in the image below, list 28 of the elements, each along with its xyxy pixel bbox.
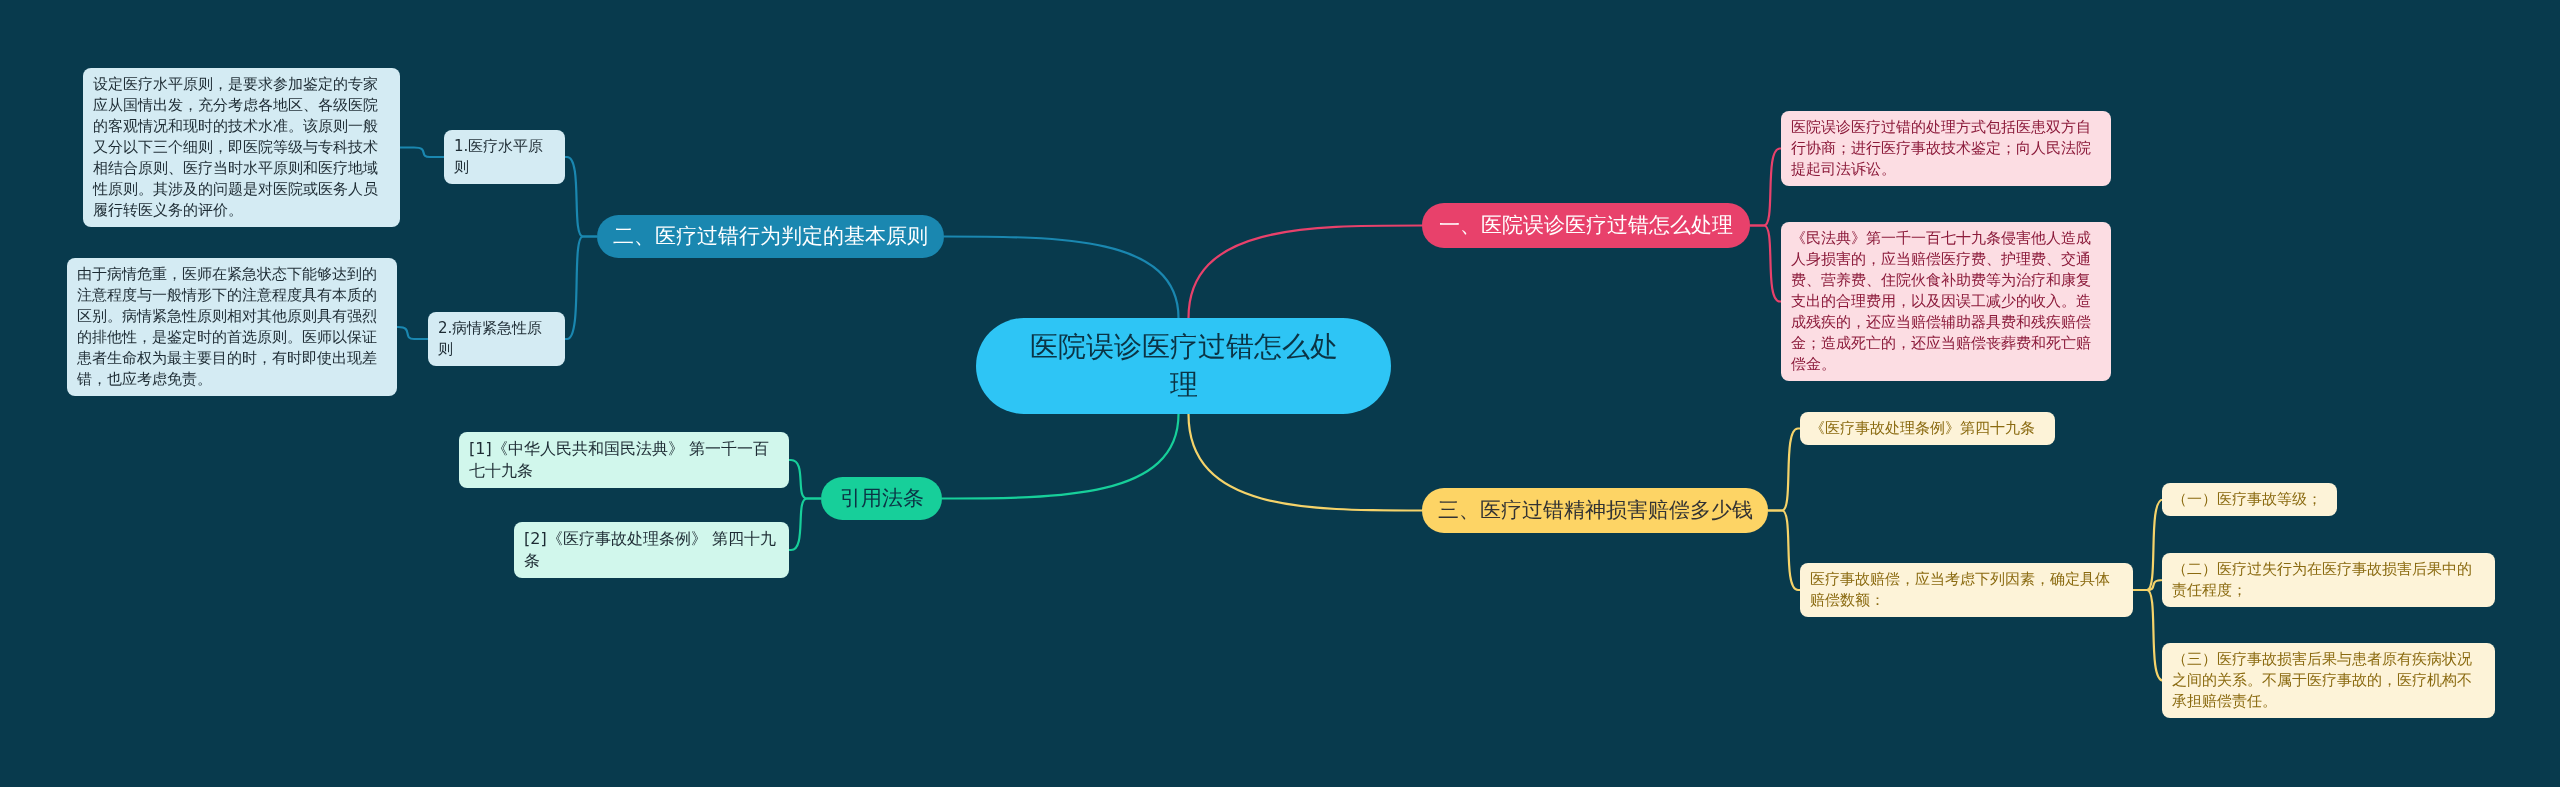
central-topic: 医院误诊医疗过错怎么处理	[976, 318, 1391, 414]
note-box: （三）医疗事故损害后果与患者原有疾病状况之间的关系。不属于医疗事故的，医疗机构不承担赔偿责任。	[2162, 643, 2495, 718]
connector-line	[1187, 413, 1422, 512]
note-box: 医疗事故赔偿，应当考虑下列因素，确定具体赔偿数额：	[1800, 563, 2133, 617]
connector-line	[942, 413, 1180, 500]
note-box: 医院误诊医疗过错的处理方式包括医患双方自行协商；进行医疗事故技术鉴定；向人民法院提起司法诉讼。	[1781, 111, 2111, 186]
note-box: 2.病情紧急性原则	[428, 312, 565, 366]
branch-topic: 一、医院误诊医疗过错怎么处理	[1422, 203, 1750, 248]
connector-line	[1768, 509, 1801, 592]
note-box: [1]《中华人民共和国民法典》 第一千一百七十九条	[459, 432, 789, 488]
note-box: 由于病情危重，医师在紧急状态下能够达到的注意程度与一般情形下的注意程度具有本质的区别。病情紧急性原则相对其他原则具有强烈的排他性，是鉴定时的首选原则。医师以保证患者生命权为最主要目的时，有时即使出现差错，也应考虑免责。	[67, 258, 397, 396]
connector-line	[944, 235, 1180, 319]
branch-topic: 引用法条	[821, 477, 942, 520]
branch-topic: 三、医疗过错精神损害赔偿多少钱	[1422, 488, 1768, 533]
connector-line	[1750, 224, 1782, 303]
note-box: （二）医疗过失行为在医疗事故损害后果中的责任程度；	[2162, 553, 2495, 607]
note-box: [2]《医疗事故处理条例》 第四十九条	[514, 522, 789, 578]
connector-line	[1187, 224, 1422, 319]
connector-line	[564, 235, 597, 341]
note-box: 设定医疗水平原则，是要求参加鉴定的专家应从国情出发，充分考虑各地区、各级医院的客观情况和现时的技术水准。该原则一般又分以下三个细则，即医院等级与专科技术相结合原则、医疗当时水平原则和医疗地域性原则。其涉及的问题是对医院或医务人员履行转医义务的评价。	[83, 68, 400, 227]
connector-line	[788, 497, 821, 552]
connector-line	[396, 325, 428, 341]
connector-line	[400, 146, 444, 159]
note-box: 《医疗事故处理条例》第四十九条	[1800, 412, 2055, 445]
note-box: 《民法典》第一千一百七十九条侵害他人造成人身损害的，应当赔偿医疗费、护理费、交通费、营养费、住院伙食补助费等为治疗和康复支出的合理费用，以及因误工减少的收入。造成残疾的，还应当赔偿辅助器具费和残疾赔偿金；造成死亡的，还应当赔偿丧葬费和死亡赔偿金。	[1781, 222, 2111, 381]
branch-topic: 二、医疗过错行为判定的基本原则	[597, 215, 944, 258]
note-box: （一）医疗事故等级；	[2162, 483, 2337, 516]
note-box: 1.医疗水平原则	[444, 130, 565, 184]
